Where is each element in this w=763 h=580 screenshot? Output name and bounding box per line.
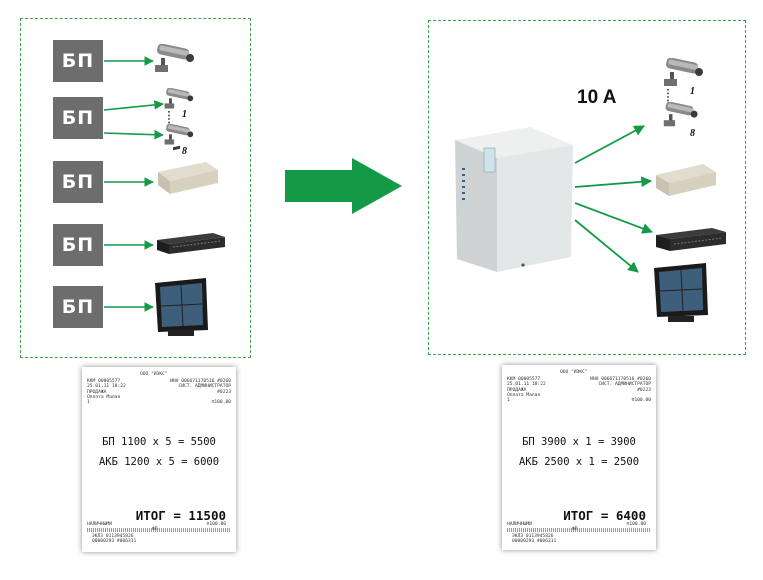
before-arrows	[103, 56, 164, 312]
receipt-info-right: ИНН 006671170516 #0260 СИСТ. АДМИНИСТРАТ…	[590, 377, 651, 404]
arrow-psu-monitor	[574, 219, 639, 273]
arrow-bp2-camera8	[103, 129, 164, 140]
receipt-dotted-line	[87, 528, 231, 532]
receipt-eklz: ЭКЛЗ 0113945826	[512, 534, 554, 539]
receipt-line-akb: АКБ 2500 х 1 = 2500	[518, 456, 640, 468]
receipt-header: ООО "ИЭКС"	[560, 370, 588, 375]
power-supply-cabinet-icon	[455, 127, 573, 272]
receipt-info-right: ИНН 006671170516 #0260 СИСТ. АДМИНИСТРАТ…	[170, 379, 231, 406]
psu-box-1: БП	[53, 40, 103, 82]
receipt-line-bp: БП 3900 х 1 = 3900	[522, 436, 636, 448]
before-panel	[20, 18, 251, 358]
receipt-dotted-line	[507, 528, 651, 532]
psu-box-4: БП	[53, 224, 103, 266]
receipt-payment: НАЛИЧНЫМИ	[507, 522, 532, 527]
dvr-recorder-icon	[656, 164, 716, 196]
arrow-psu-switch	[574, 202, 654, 234]
receipt-before: ООО "ИЭКС" ККМ 00005577 25.01.11 18:22 П…	[82, 367, 236, 552]
arrow-psu-dvr	[574, 176, 653, 188]
receipt-total: ИТОГ = 11500	[135, 508, 226, 523]
after-arrows	[574, 125, 654, 273]
receipt-info-left: ККМ 00005577 25.01.11 18:22 ПРОДАЖА Опла…	[87, 379, 126, 406]
cctv-monitor-icon	[654, 263, 708, 322]
receipt-eklz: ЭКЛЗ 0113945826	[92, 534, 134, 539]
cctv-camera-icon	[664, 58, 703, 86]
after-panel	[428, 20, 746, 355]
psu-box-2: БП	[53, 97, 103, 139]
receipt-number: 00000293 #006311	[512, 539, 557, 544]
camera-label-1: 1	[182, 109, 187, 120]
arrow-psu-cameras	[574, 125, 645, 164]
receipt-info-left: ККМ 00005577 25.01.11 18:22 ПРОДАЖА Опла…	[507, 377, 546, 404]
receipt-line-bp: БП 1100 х 5 = 5500	[102, 436, 216, 448]
psu-box-5: БП	[53, 286, 103, 328]
cctv-camera-icon	[164, 124, 194, 145]
cctv-camera-icon	[663, 102, 698, 127]
camera-label-8: 8	[182, 146, 187, 157]
network-switch-icon	[656, 228, 726, 251]
arrow-bp2-camera1	[103, 100, 164, 111]
camera-label-8: 8	[690, 128, 695, 139]
receipt-number: 00000293 #006311	[92, 539, 137, 544]
receipt-payment: НАЛИЧНЫМИ	[87, 522, 112, 527]
dvr-recorder-icon	[158, 145, 218, 194]
camera-label-1: 1	[690, 86, 695, 97]
receipt-total: ИТОГ = 6400	[563, 508, 646, 523]
cctv-camera-icon	[164, 88, 194, 109]
receipt-header: ООО "ИЭКС"	[140, 372, 168, 377]
cctv-camera-icon	[155, 44, 194, 72]
receipt-payment-amount: ≡100.00	[206, 522, 226, 527]
receipt-line-akb: АКБ 1200 х 5 = 6000	[98, 456, 220, 468]
receipt-fp-mark: ФП	[572, 527, 578, 532]
receipt-fp-mark: ФП	[152, 527, 158, 532]
psu-box-3: БП	[53, 161, 103, 203]
current-rating-label: 10 A	[577, 87, 617, 108]
network-switch-icon	[157, 233, 225, 254]
right-arrow-icon	[285, 158, 402, 214]
receipt-after: ООО "ИЭКС" ККМ 00005577 25.01.11 18:22 П…	[502, 365, 656, 550]
cctv-monitor-icon	[155, 278, 208, 336]
receipt-payment-amount: ≡100.00	[626, 522, 646, 527]
